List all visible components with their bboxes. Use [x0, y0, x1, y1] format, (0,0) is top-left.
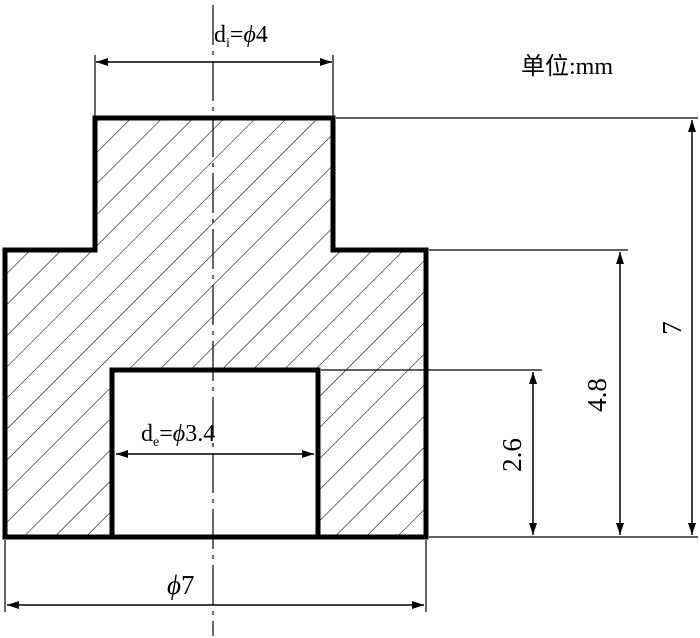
- cavity-diameter-label: de=ϕ3.4: [141, 421, 215, 450]
- outer-diameter-label: ϕ7: [167, 570, 194, 600]
- top-diameter-dimension: [94, 55, 334, 116]
- top-diameter-label: di=ϕ4: [214, 22, 268, 51]
- cavity-height-label: 2.6: [497, 438, 527, 472]
- outer-diameter-dimension: [4, 540, 427, 612]
- height-extension-lines: [321, 117, 698, 538]
- part-outline: [2, 115, 429, 540]
- total-height-label: 7: [657, 321, 687, 335]
- part-section-hatch: [5, 118, 426, 537]
- cavity-outline: [109, 367, 321, 537]
- unit-label: 单位:mm: [521, 53, 613, 80]
- body-height-label: 4.8: [582, 378, 612, 412]
